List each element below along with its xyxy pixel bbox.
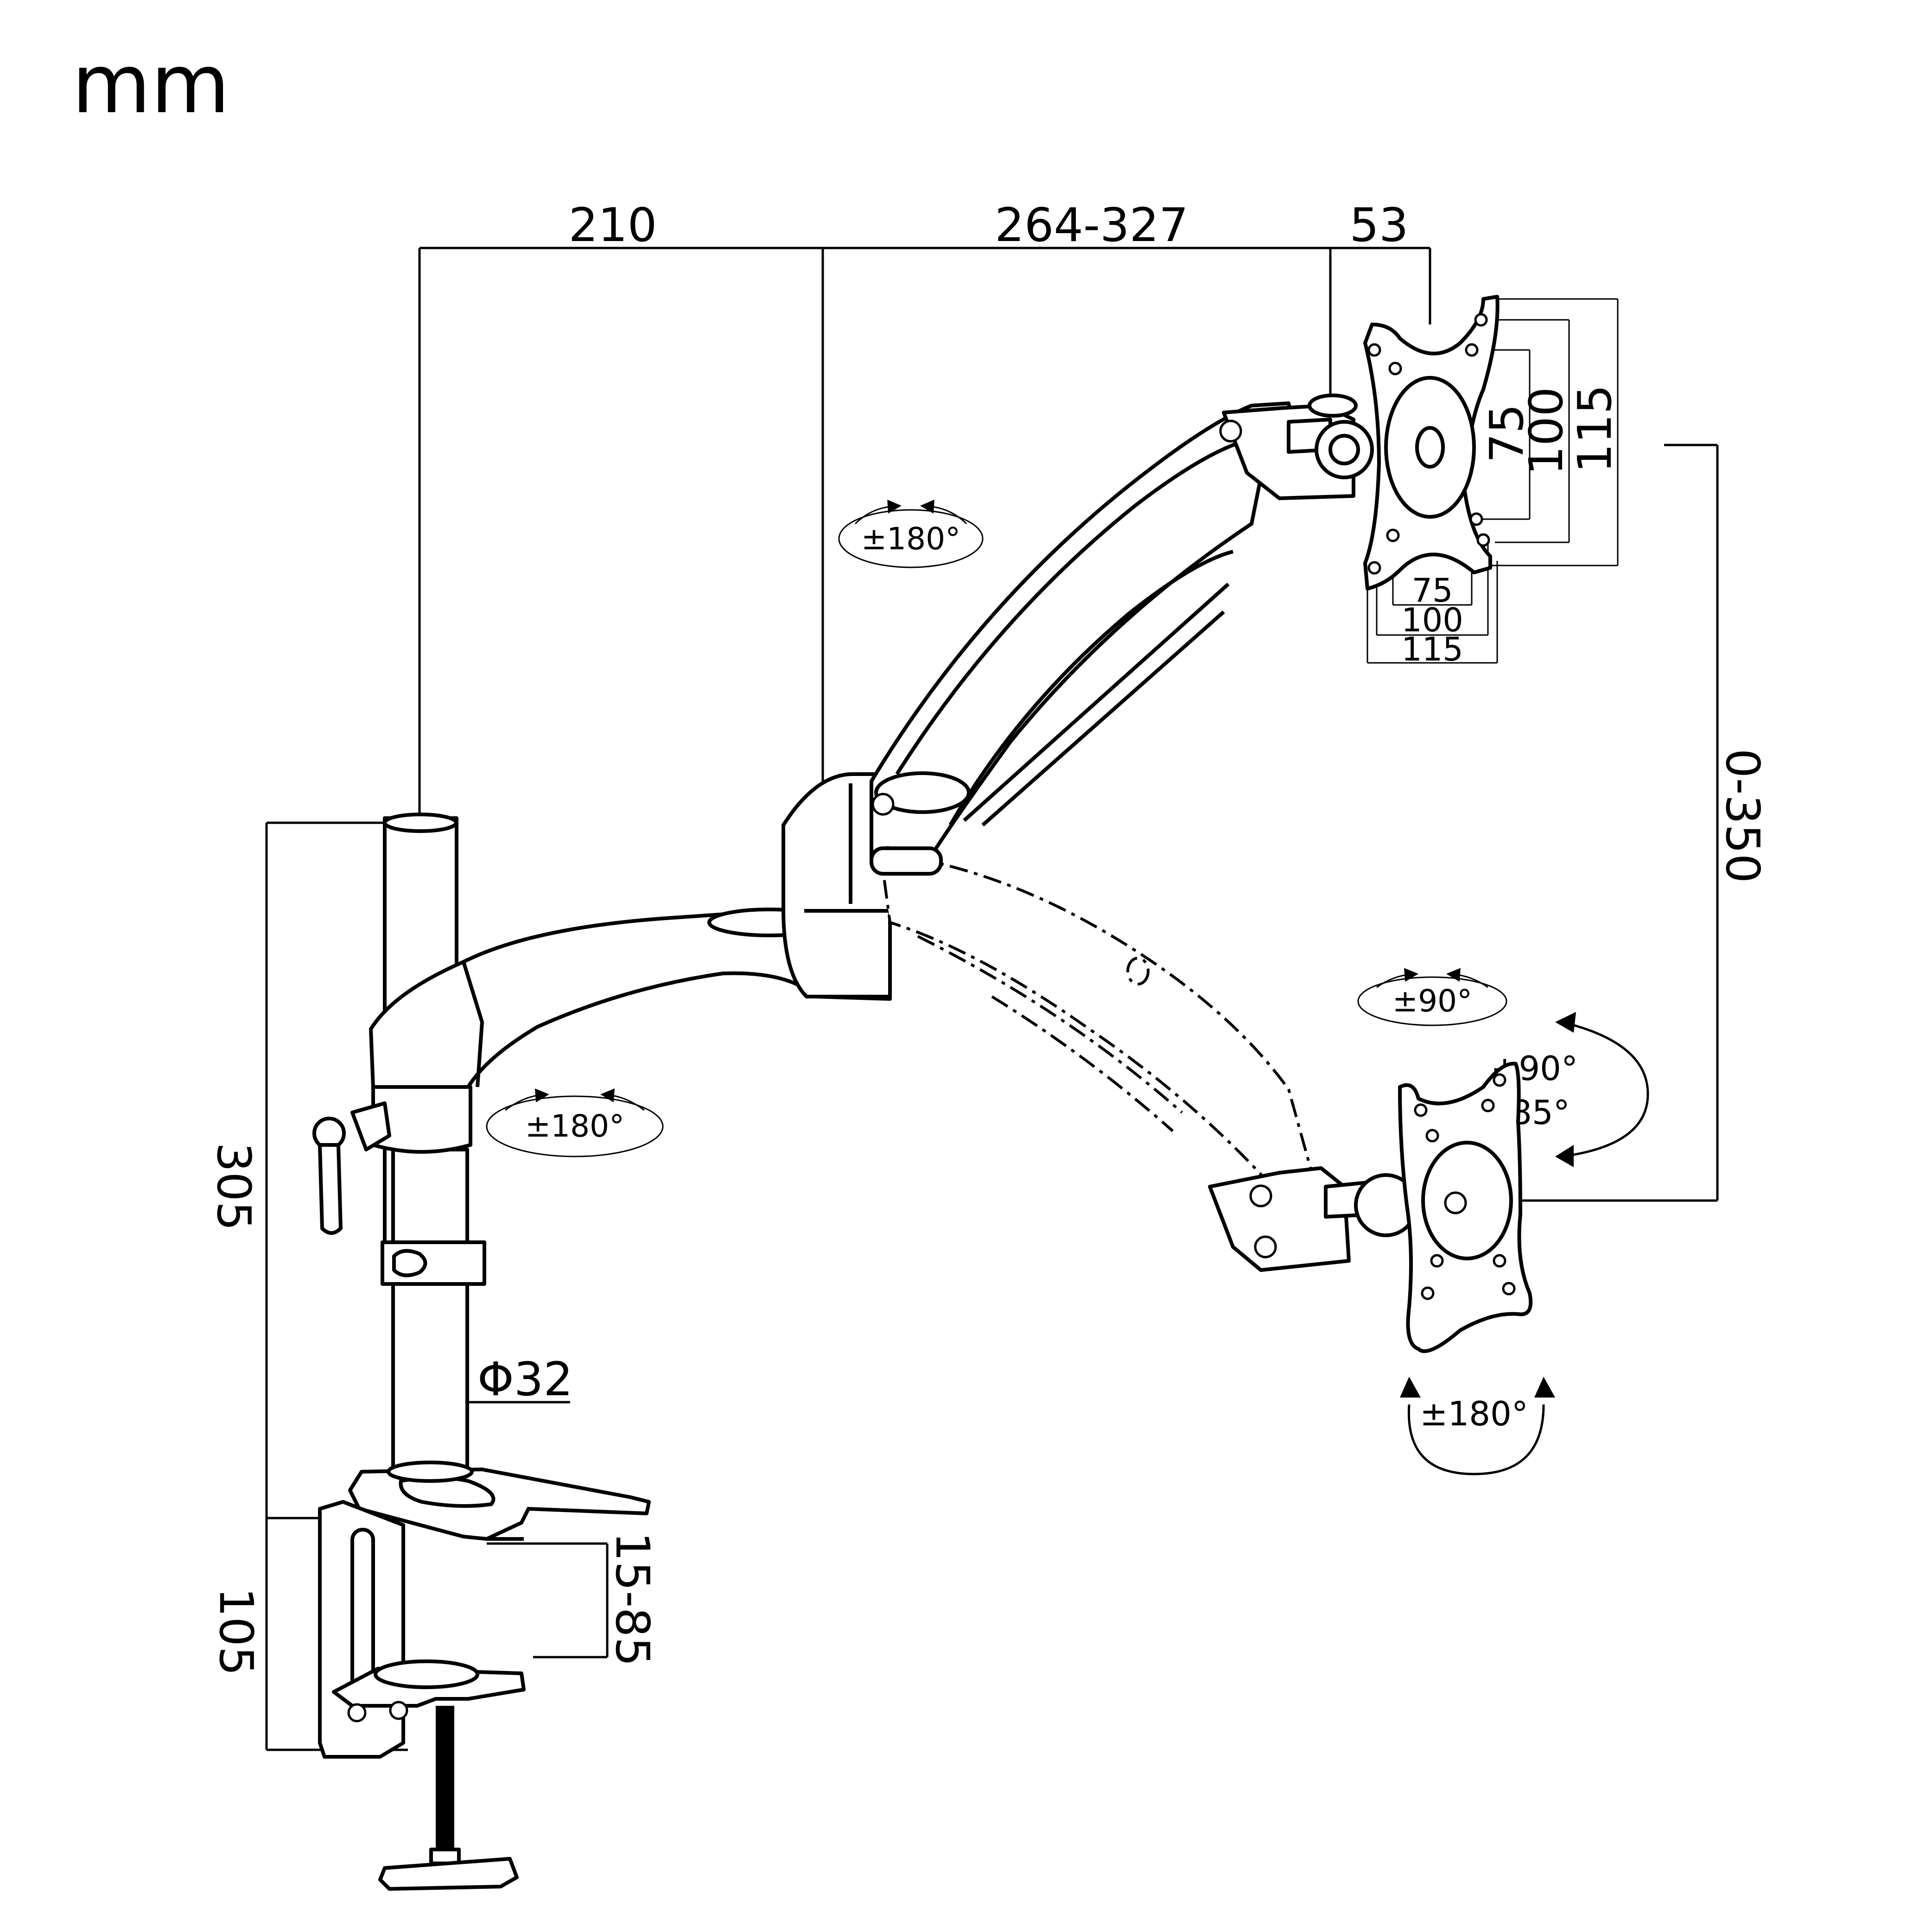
vesa-v75: 75	[1480, 404, 1534, 463]
rotation-indicator-pole: ±180°	[486, 1088, 664, 1157]
rot-rotate-label: ±180°	[1420, 1394, 1528, 1433]
dim-pole-diameter: Φ32	[477, 1352, 573, 1406]
rot-arm-joint-label: ±180°	[861, 521, 960, 557]
upper-arm-raised	[870, 295, 1500, 876]
unit-label: mm	[72, 38, 230, 132]
rotation-indicator-swivel: ±90°	[1357, 968, 1507, 1026]
rot-swivel-label: ±90°	[1392, 983, 1472, 1019]
lower-arm	[369, 772, 892, 1089]
vesa-h75: 75	[1411, 572, 1453, 610]
dimension-lines	[265, 247, 1719, 1751]
clamp-assembly	[318, 1461, 651, 1891]
vesa-h115: 115	[1401, 630, 1463, 668]
dim-base-to-joint: 210	[569, 198, 657, 252]
rotation-indicator-arm: ±180°	[838, 499, 984, 568]
vesa-v100: 100	[1519, 387, 1573, 476]
dim-desk-thickness: 15-85	[605, 1532, 660, 1667]
vesa-v115: 115	[1568, 385, 1622, 473]
dim-pole-height: 305	[207, 1143, 261, 1231]
vesa-h100: 100	[1401, 601, 1463, 639]
dim-height-adjust: 0-350	[1716, 749, 1770, 883]
dim-head-depth: 53	[1349, 198, 1408, 252]
dim-clamp-height: 105	[209, 1588, 263, 1676]
rot-pole-label: ±180°	[525, 1108, 624, 1144]
rotation-indicator-rotate: ±180°	[1400, 1377, 1555, 1475]
upper-arm-lowered	[879, 851, 1533, 1353]
dim-arm-reach: 264-327	[995, 198, 1188, 252]
pole-assembly	[312, 813, 486, 1485]
